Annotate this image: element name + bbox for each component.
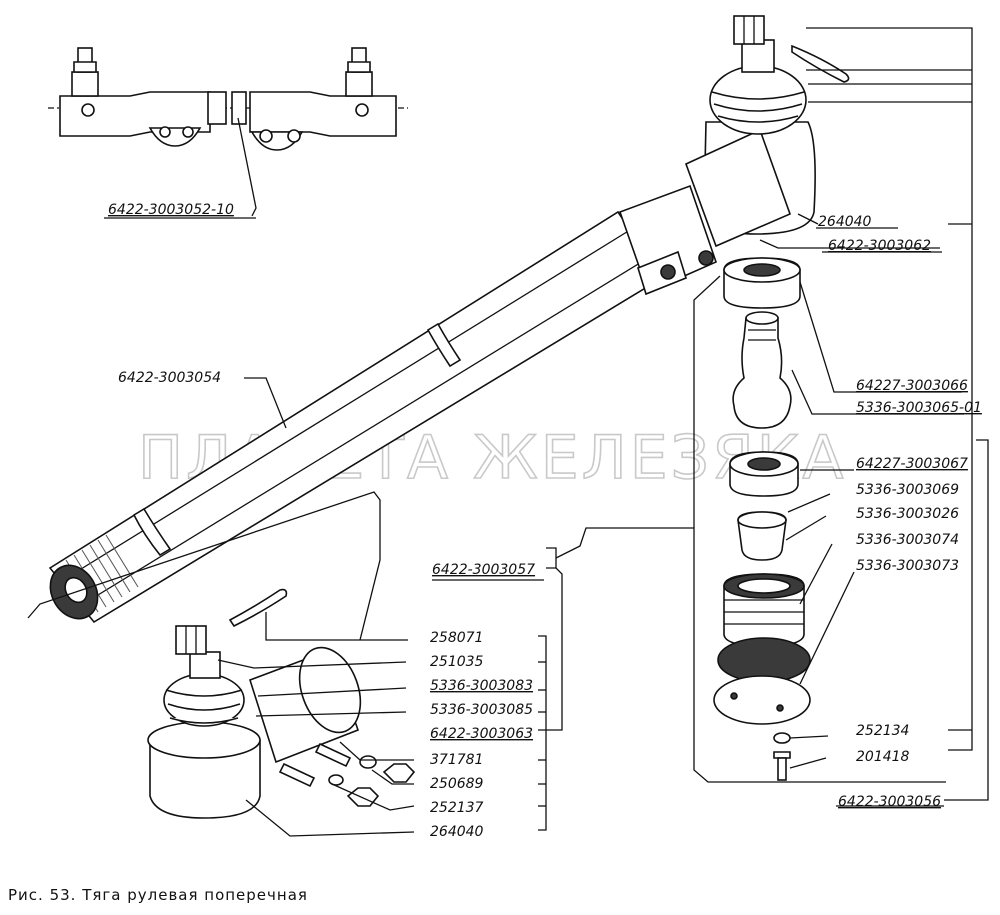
top-tip-assembly [684,15,850,248]
label-ball-pin-top: 5336-3003065-01 [856,400,982,416]
label-tip-assembly-main: 6422-3003057 [432,562,535,578]
label-spring-3074: 5336-3003074 [856,532,959,548]
label-washer-252134: 252134 [856,723,909,739]
inset-tie-rod-view [48,47,408,219]
label-cotter-pin: 258071 [430,630,483,646]
label-cover-3073: 5336-3003073 [856,558,959,574]
leader-lines [27,27,989,837]
label-tip-assembly-top: 6422-3003062 [828,238,931,254]
label-tip-body-left: 264040 [430,824,484,840]
figure-caption: Рис. 53. Тяга рулевая поперечная [8,886,308,904]
label-boot-ring-3085: 5336-3003085 [430,702,533,718]
label-ring-3069: 5336-3003069 [856,482,959,498]
exploded-parts [713,257,811,781]
label-tip-body-top: 264040 [818,214,872,230]
label-liner-lower: 64227-3003067 [856,456,968,472]
label-tip-assembly-right: 6422-3003056 [838,794,941,810]
bottom-tip-assembly [147,588,416,819]
label-inset-part: 6422-3003052-10 [108,202,234,218]
label-washer-252137: 252137 [430,800,484,816]
label-boot-3083: 5336-3003083 [430,678,533,694]
label-bolt-371781: 371781 [430,752,483,768]
label-spring-seat-3026: 5336-3003026 [856,506,959,522]
label-tip-left: 6422-3003063 [430,726,533,742]
label-nut-251035: 251035 [430,654,484,670]
label-bolt-201418: 201418 [856,749,910,765]
label-nut-250689: 250689 [430,776,484,792]
label-rod: 6422-3003054 [118,370,221,386]
label-liner-top: 64227-3003066 [856,378,968,394]
rod-assembly [48,184,717,624]
